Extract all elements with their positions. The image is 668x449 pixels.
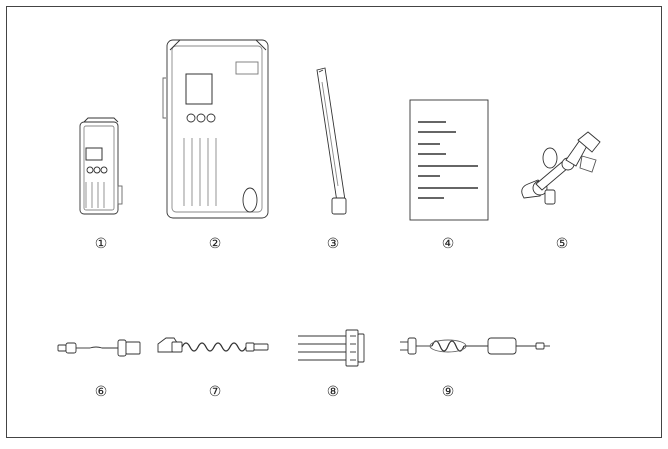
item-1-transmitter: [79, 117, 123, 215]
label-9: ⑨: [441, 383, 455, 399]
label-3: ③: [326, 235, 340, 251]
item-2-receiver: [162, 39, 269, 219]
label-6: ⑥: [94, 383, 108, 399]
label-5: ⑤: [555, 235, 569, 251]
outer-border: [6, 6, 662, 438]
item-5-magic-arm: [521, 131, 601, 205]
item-6-usb-cable: [57, 339, 141, 357]
label-7: ⑦: [208, 383, 222, 399]
item-4-manual: [409, 99, 489, 221]
item-9-power-adapter: [400, 337, 550, 355]
item-7-dtap-cable: [157, 337, 269, 353]
label-1: ①: [94, 235, 108, 251]
label-4: ④: [441, 235, 455, 251]
label-8: ⑧: [326, 383, 340, 399]
item-3-antenna: [316, 67, 347, 215]
label-2: ②: [208, 235, 222, 251]
item-8-wire-connector: [298, 329, 365, 367]
